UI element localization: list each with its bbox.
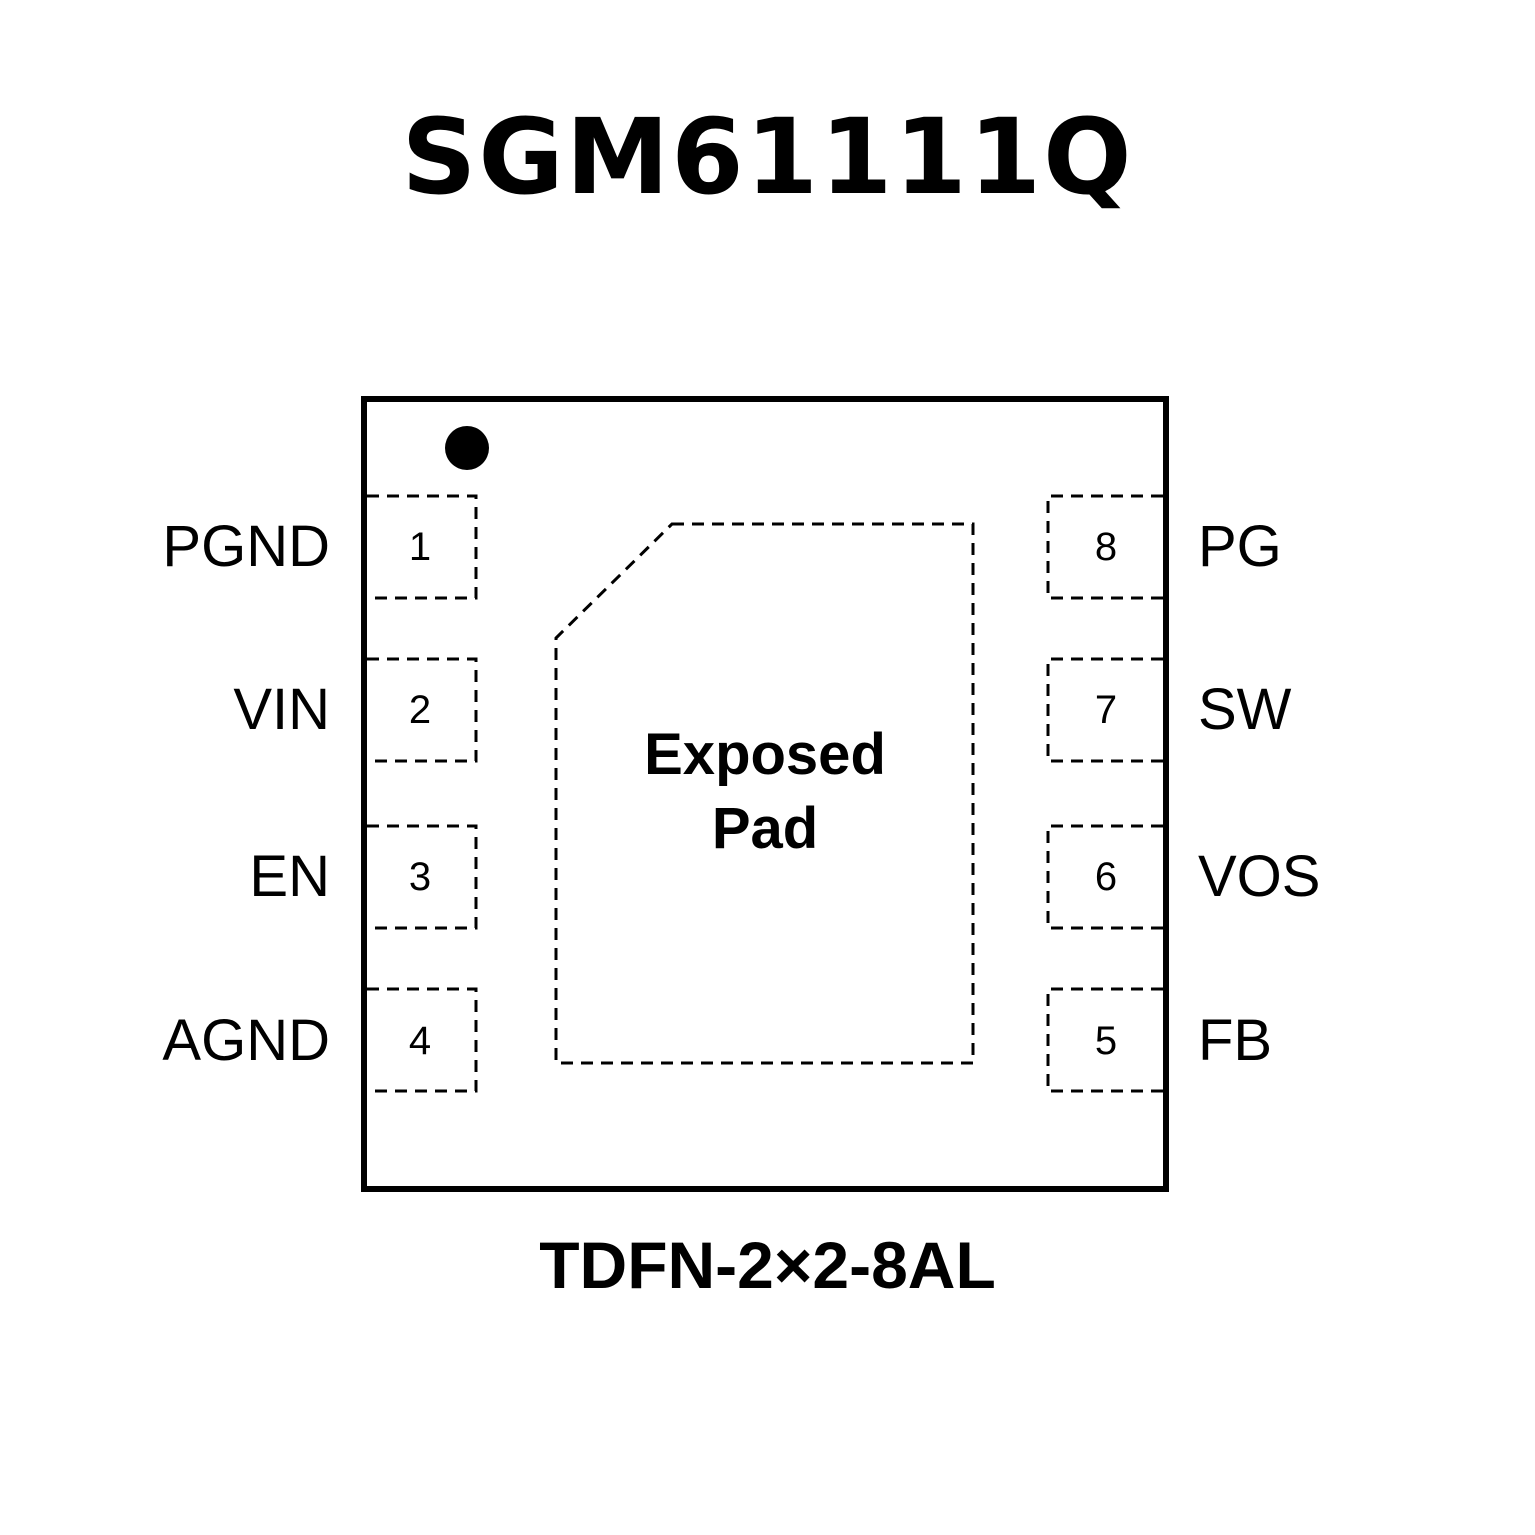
pad-8 [1046,494,1163,600]
pin-name-left: VIN [233,677,330,742]
pin-number: 7 [1094,688,1118,732]
pin-name-left: EN [249,844,330,909]
exposed-pad-outline [554,522,975,1065]
package-body [361,396,1169,1192]
pin-number: 3 [408,855,432,899]
pin-name-left: AGND [162,1008,330,1073]
pin-name-right: FB [1198,1008,1273,1073]
pin-name-right: PG [1198,514,1282,579]
pin-name-right: SW [1198,677,1292,742]
pad-2 [367,657,478,763]
pin-number: 6 [1094,855,1118,899]
pin1-marker-icon [445,426,489,470]
exposed-pad-label-line2: Pad [711,796,819,861]
pad-7 [1046,657,1163,763]
pin-number: 2 [408,688,432,732]
pad-3 [367,824,478,930]
pad-1 [367,494,478,600]
pin-number: 1 [408,525,432,569]
pin-name-right: VOS [1198,844,1321,909]
pin-number: 4 [408,1019,432,1063]
pad-6 [1046,824,1163,930]
chip-title: SGM61111Q [401,96,1134,218]
pin-number: 8 [1094,525,1118,569]
exposed-pad-label-line1: Exposed [644,722,886,787]
pad-5 [1046,987,1163,1093]
package-name: TDFN-2×2-8AL [539,1228,996,1302]
pin-name-left: PGND [162,514,330,579]
pin-number: 5 [1094,1019,1118,1063]
pad-4 [367,987,478,1093]
